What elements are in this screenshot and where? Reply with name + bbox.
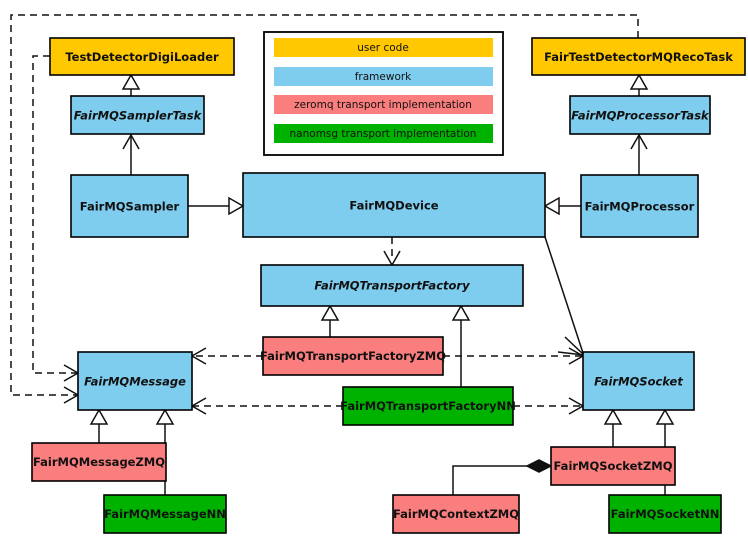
- node-fairmq-transport-factory[interactable]: FairMQTransportFactory: [260, 264, 524, 307]
- arrowhead-triangle-device-right: [543, 196, 560, 216]
- legend-label-zeromq: zeromq transport implementation: [294, 99, 472, 111]
- node-label-fairmq-sampler-task: FairMQSamplerTask: [74, 109, 203, 123]
- arrowhead-triangle-socket-left: [603, 408, 623, 425]
- arrowhead-triangle-device-left: [228, 196, 245, 216]
- node-fairmq-processor-task[interactable]: FairMQProcessorTask: [569, 95, 711, 135]
- node-fairmq-socket-zmq[interactable]: FairMQSocketZMQ: [550, 446, 676, 486]
- node-fairmq-sampler-task[interactable]: FairMQSamplerTask: [70, 95, 205, 135]
- node-fairmq-transport-factory-zmq[interactable]: FairMQTransportFactoryZMQ: [260, 336, 446, 376]
- node-fairmq-message-nn[interactable]: FairMQMessageNN: [103, 494, 227, 534]
- arrowhead-triangle-recotask: [629, 73, 649, 90]
- node-fairmq-socket[interactable]: FairMQSocket: [582, 351, 695, 411]
- arrowhead-open-processortask: [630, 133, 648, 150]
- node-fairmq-socket-nn[interactable]: FairMQSocketNN: [608, 494, 722, 534]
- arrowhead-triangle-tf-left: [320, 304, 340, 321]
- node-fairmq-device[interactable]: FairMQDevice: [242, 172, 546, 238]
- node-layer: TestDetectorDigiLoader FairMQSamplerTask…: [31, 37, 746, 534]
- node-label-fairmq-transport-factory-nn: FairMQTransportFactoryNN: [340, 399, 516, 413]
- diamond-composition-socketzmq: [525, 459, 553, 473]
- node-label-fairmq-processor-task: FairMQProcessorTask: [571, 109, 710, 123]
- node-label-fairmq-device: FairMQDevice: [349, 199, 438, 213]
- node-label-fairmq-socket-nn: FairMQSocketNN: [611, 507, 720, 521]
- node-test-detector-digi-loader[interactable]: TestDetectorDigiLoader: [49, 37, 235, 76]
- node-fairmq-message-zmq[interactable]: FairMQMessageZMQ: [31, 442, 167, 482]
- legend-label-nanomsg: nanomsg transport implementation: [290, 128, 477, 140]
- legend-swatch-framework: [274, 67, 493, 86]
- node-label-fairmq-transport-factory-zmq: FairMQTransportFactoryZMQ: [260, 349, 446, 363]
- node-label-fairmq-message-nn: FairMQMessageNN: [104, 507, 226, 521]
- node-label-fairmq-sampler: FairMQSampler: [80, 200, 180, 214]
- arrowhead-open-samplertask: [122, 133, 140, 150]
- node-label-fairmq-processor: FairMQProcessor: [585, 200, 695, 214]
- legend-swatch-user-code: [274, 38, 493, 57]
- node-fairmq-transport-factory-nn[interactable]: FairMQTransportFactoryNN: [340, 386, 516, 426]
- node-label-fairmq-transport-factory: FairMQTransportFactory: [314, 279, 470, 293]
- edge-recotask-to-message: [10, 14, 639, 396]
- node-label-test-detector-digi-loader: TestDetectorDigiLoader: [65, 50, 219, 64]
- node-label-fairmq-context-zmq: FairMQContextZMQ: [393, 507, 519, 521]
- node-label-fairmq-socket-zmq: FairMQSocketZMQ: [554, 459, 673, 473]
- node-label-fairmq-socket: FairMQSocket: [594, 375, 683, 389]
- edge-layer: [10, 14, 675, 495]
- edge-device-to-socket: [544, 236, 584, 354]
- node-fairmq-processor[interactable]: FairMQProcessor: [580, 174, 699, 238]
- arrowhead-triangle-message-left: [89, 408, 109, 425]
- arrowhead-triangle-socket-right: [655, 408, 675, 425]
- arrowhead-triangle-message-right: [155, 408, 175, 425]
- node-fair-test-detector-mq-reco-task[interactable]: FairTestDetectorMQRecoTask: [531, 37, 746, 76]
- node-fairmq-message[interactable]: FairMQMessage: [77, 351, 193, 411]
- legend-label-framework: framework: [355, 71, 412, 83]
- node-label-fairmq-message: FairMQMessage: [84, 375, 186, 389]
- arrowhead-triangle-tf-right: [451, 304, 471, 321]
- node-fairmq-context-zmq[interactable]: FairMQContextZMQ: [392, 494, 520, 534]
- node-label-fairmq-message-zmq: FairMQMessageZMQ: [33, 455, 165, 469]
- legend: user code framework zeromq transport imp…: [263, 31, 504, 156]
- legend-swatch-nanomsg: [274, 124, 493, 143]
- arrowhead-triangle-digiloader: [121, 73, 141, 90]
- node-fairmq-sampler[interactable]: FairMQSampler: [70, 174, 189, 238]
- legend-swatch-zeromq: [274, 95, 493, 114]
- node-label-fair-test-detector-mq-reco-task: FairTestDetectorMQRecoTask: [544, 50, 733, 64]
- edge-contextzmq-composition: [452, 465, 537, 495]
- legend-label-user-code: user code: [357, 42, 409, 54]
